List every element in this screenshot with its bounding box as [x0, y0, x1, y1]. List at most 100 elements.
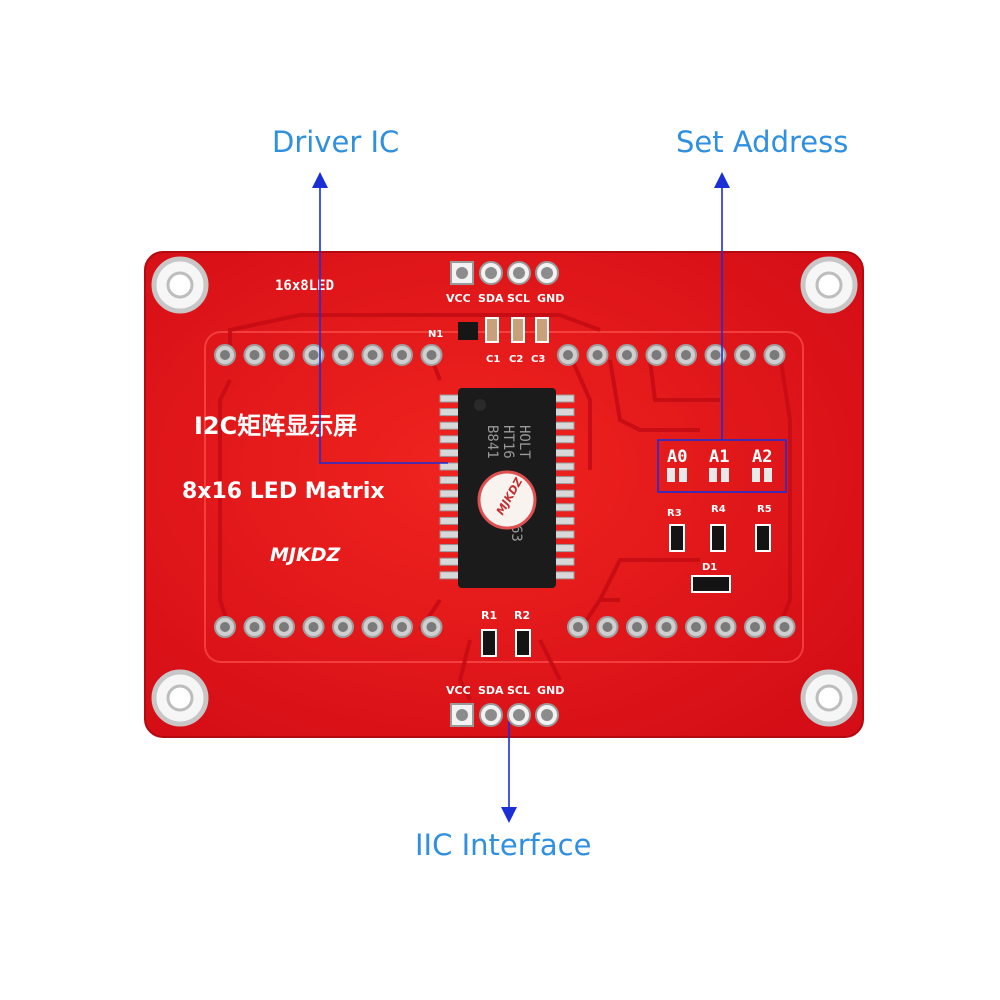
chip-pin	[439, 394, 461, 403]
driver-ic-pointer	[312, 172, 448, 464]
diode-label: D1	[702, 562, 717, 573]
chip-pin	[553, 408, 575, 417]
chip-pin	[553, 421, 575, 430]
matrix-pin	[243, 344, 266, 366]
chip-pin	[439, 557, 461, 566]
chip-pin	[553, 503, 575, 512]
chip-pin	[439, 489, 461, 498]
chip-pin	[439, 462, 461, 471]
chip-pin	[553, 435, 575, 444]
diode	[691, 575, 731, 593]
top-pin-label: SDA	[478, 292, 504, 305]
matrix-pin	[763, 344, 786, 366]
board-chinese-title: I2C矩阵显示屏	[194, 412, 357, 440]
cap-label: C1	[486, 354, 500, 365]
chip-sticker	[477, 470, 537, 530]
mounting-hole	[800, 669, 858, 727]
cap-label: C3	[531, 354, 545, 365]
resistor-label: R5	[757, 504, 772, 515]
address-pad-label: A0	[667, 447, 687, 467]
matrix-pin	[391, 616, 413, 638]
mounting-hole	[151, 669, 209, 727]
resistors-bottom	[481, 629, 531, 657]
chip-pin	[439, 503, 461, 512]
set-address-callout: Set Address	[676, 125, 849, 159]
top-header	[450, 261, 559, 285]
led-matrix-pin-rows	[214, 344, 796, 638]
address-pad-label: A2	[752, 447, 772, 467]
matrix-pin	[675, 344, 697, 366]
matrix-pin	[361, 344, 384, 366]
address-solder-pads	[667, 468, 772, 482]
matrix-pin	[704, 344, 727, 366]
board-brand: MJKDZ	[270, 544, 341, 566]
chip-pin	[439, 408, 461, 417]
matrix-pin	[361, 616, 384, 638]
resistors-right	[669, 524, 771, 552]
chip-marking: B841	[484, 425, 500, 459]
matrix-pin	[596, 616, 619, 638]
matrix-pin	[655, 616, 678, 638]
driver-ic-chip: HOLT HT16 B841 63 MJKDZ	[439, 388, 575, 588]
driver-ic-callout: Driver IC	[272, 125, 400, 159]
chip-pin	[553, 448, 575, 457]
matrix-pin	[332, 616, 354, 638]
capacitors	[485, 317, 549, 343]
chip-pin	[439, 530, 461, 539]
resistor-label: R4	[711, 504, 726, 515]
board-top-label: 16x8LED	[275, 278, 334, 294]
chip-pin	[553, 530, 575, 539]
matrix-pin	[685, 616, 707, 638]
matrix-pin	[273, 344, 295, 366]
matrix-pin	[391, 344, 413, 366]
mounting-hole	[151, 256, 209, 314]
matrix-pin	[214, 616, 236, 638]
matrix-pin	[645, 344, 668, 366]
matrix-pin	[420, 616, 443, 638]
chip-marking: 63	[508, 525, 524, 542]
chip-pin	[439, 448, 461, 457]
bottom-pin-label: SDA	[478, 684, 504, 697]
matrix-pin	[616, 344, 638, 366]
matrix-pin	[420, 344, 443, 366]
mounting-hole	[800, 256, 858, 314]
callout-lines	[312, 172, 787, 823]
chip-pin	[553, 557, 575, 566]
chip-pin	[553, 516, 575, 525]
cap-label: C2	[509, 354, 523, 365]
matrix-pin	[273, 616, 295, 638]
chip-pin	[553, 544, 575, 553]
resistor-label: R1	[481, 609, 497, 622]
chip-pin	[553, 489, 575, 498]
matrix-pin	[586, 344, 609, 366]
matrix-pin	[626, 616, 648, 638]
chip-pin	[439, 544, 461, 553]
chip-pin	[439, 435, 461, 444]
top-pin-label: SCL	[507, 292, 530, 305]
pcb-board: VCC SDA SCL GND VCC SDA SCL GND 16x8LED …	[144, 251, 864, 738]
matrix-pin	[714, 616, 737, 638]
chip-pin	[553, 462, 575, 471]
matrix-pin	[557, 344, 579, 366]
matrix-pin	[214, 344, 236, 366]
top-pin-label: VCC	[446, 292, 471, 305]
matrix-pin	[734, 344, 756, 366]
matrix-pin	[744, 616, 766, 638]
resistor-label: R2	[514, 609, 530, 622]
bottom-pin-label: VCC	[446, 684, 471, 697]
chip-marking: HT16	[500, 425, 516, 459]
iic-interface-callout: IIC Interface	[415, 828, 592, 862]
n1-label: N1	[428, 329, 443, 340]
top-pin-label: GND	[537, 292, 564, 305]
bottom-pin-label: SCL	[507, 684, 530, 697]
chip-pin	[553, 476, 575, 485]
chip-pin	[553, 571, 575, 580]
address-pad-label: A1	[709, 447, 729, 467]
board-title: 8x16 LED Matrix	[182, 479, 385, 504]
chip-pin	[439, 571, 461, 580]
chip-marking: HOLT	[516, 425, 532, 459]
chip-pin	[439, 476, 461, 485]
chip-pin	[439, 421, 461, 430]
bottom-header	[450, 703, 559, 727]
